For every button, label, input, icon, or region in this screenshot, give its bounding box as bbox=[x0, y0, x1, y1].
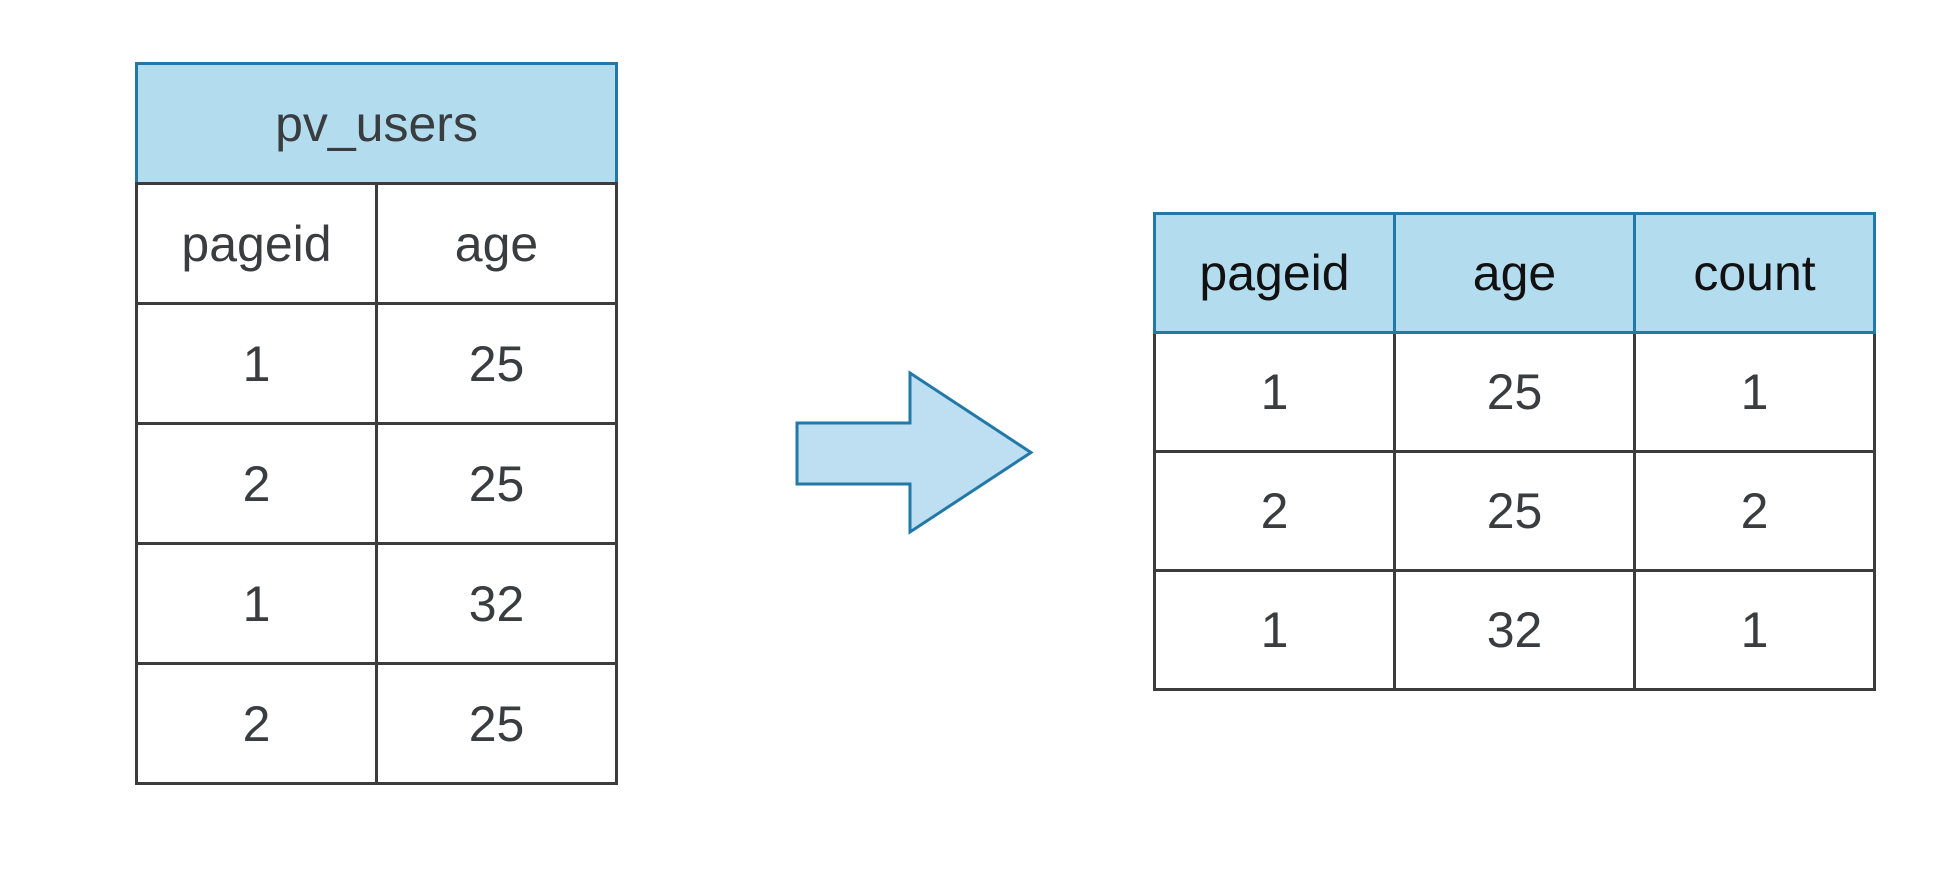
table-row: 1 32 1 bbox=[1153, 569, 1876, 691]
table-cell: 25 bbox=[374, 422, 619, 545]
table-cell: 1 bbox=[1153, 569, 1396, 691]
table-cell: 25 bbox=[1393, 450, 1636, 572]
column-header-count: count bbox=[1633, 212, 1876, 334]
result-table: pageid age count 1 25 1 2 25 2 1 32 1 bbox=[1153, 212, 1876, 691]
table-cell: 2 bbox=[135, 422, 378, 545]
table-title-row: pv_users bbox=[134, 62, 619, 185]
table-cell: 25 bbox=[1393, 331, 1636, 453]
table-row: 2 25 bbox=[135, 662, 619, 785]
column-header-pageid: pageid bbox=[135, 182, 378, 305]
table-cell: 1 bbox=[135, 542, 378, 665]
table-cell: 1 bbox=[1633, 331, 1876, 453]
column-header-pageid: pageid bbox=[1153, 212, 1396, 334]
table-cell: 1 bbox=[1633, 569, 1876, 691]
right-arrow-icon bbox=[795, 370, 1034, 535]
table-row: 1 25 1 bbox=[1153, 331, 1876, 453]
pv-users-table: pv_users pageid age 1 25 2 25 1 32 2 25 bbox=[134, 62, 619, 785]
table-cell: 2 bbox=[135, 662, 378, 785]
table-row: 2 25 bbox=[135, 422, 619, 545]
right-arrow-shape bbox=[795, 370, 1034, 535]
table-row: 1 32 bbox=[135, 542, 619, 665]
table-cell: 25 bbox=[374, 302, 619, 425]
table-row: 2 25 2 bbox=[1153, 450, 1876, 572]
table-cell: 1 bbox=[1153, 331, 1396, 453]
table-row: 1 25 bbox=[135, 302, 619, 425]
table-cell: 1 bbox=[135, 302, 378, 425]
table-cell: 2 bbox=[1633, 450, 1876, 572]
table-cell: 32 bbox=[1393, 569, 1636, 691]
table-cell: 25 bbox=[374, 662, 619, 785]
column-header-age: age bbox=[1393, 212, 1636, 334]
table-header-row: pageid age bbox=[135, 182, 619, 305]
table-header-row: pageid age count bbox=[1153, 212, 1876, 334]
pv-users-table-title: pv_users bbox=[134, 62, 619, 185]
table-cell: 2 bbox=[1153, 450, 1396, 572]
column-header-age: age bbox=[374, 182, 619, 305]
table-cell: 32 bbox=[374, 542, 619, 665]
